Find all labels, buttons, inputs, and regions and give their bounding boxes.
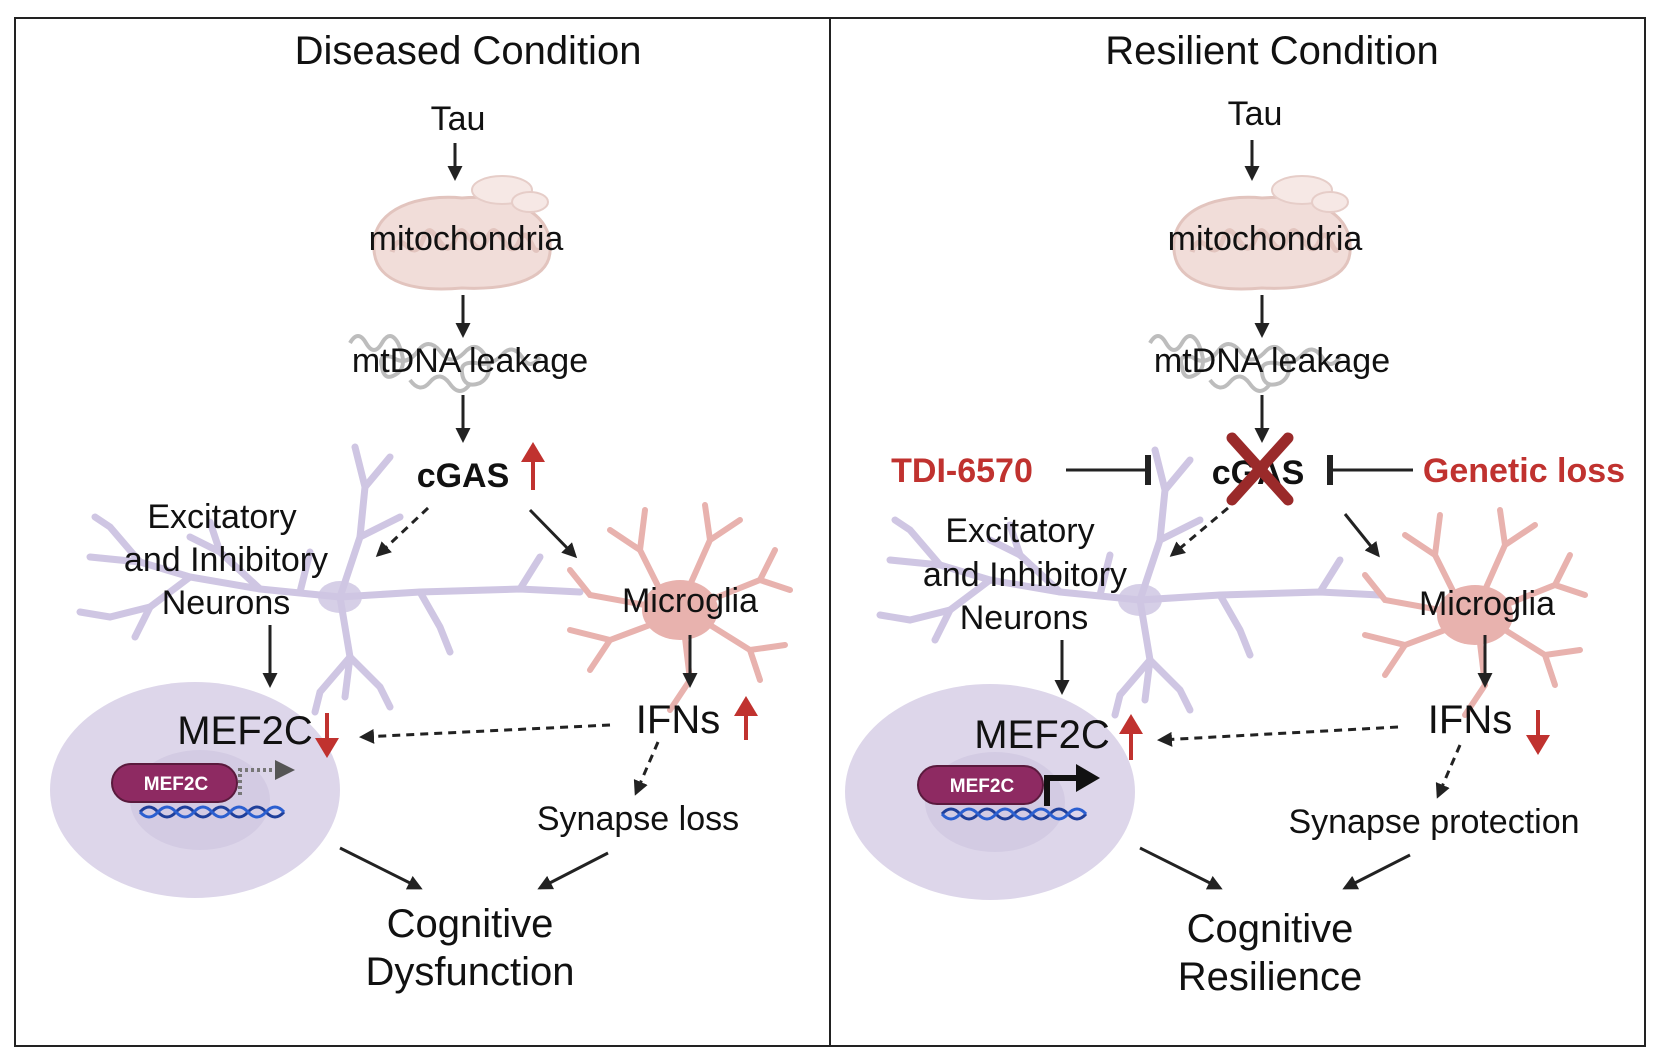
right-synapse-label: Synapse protection (1288, 803, 1579, 841)
right-inhibitor-tdi: TDI-6570 (891, 452, 1033, 490)
arrow-nucleus-outcome-left (339, 846, 423, 890)
arrow-synapse-outcome-right (1342, 853, 1411, 890)
right-cgas-blocked-x-icon (1226, 432, 1294, 506)
left-panel: Diseased Condition Tau mitochondria mtDN… (50, 29, 790, 994)
right-panel-title: Resilient Condition (1105, 29, 1439, 73)
left-mtdna-label: mtDNA leakage (352, 342, 588, 380)
left-neurons-line3: Neurons (162, 584, 291, 622)
left-cgas-label: cGAS (417, 457, 510, 495)
arrow-cgas-microglia-right (1343, 513, 1380, 558)
arrow-nucleus-outcome-right (1139, 846, 1223, 890)
left-neurons-line2: and Inhibitory (124, 541, 328, 579)
arrow-ifns-mef2c-left (359, 723, 611, 744)
left-transcription-dotted-arrow-icon (238, 760, 295, 795)
right-neurons-line3: Neurons (960, 599, 1089, 637)
left-mef2c-pill-label: MEF2C (144, 774, 209, 795)
right-panel-frame (829, 17, 1646, 1047)
left-outcome-line2: Dysfunction (366, 950, 575, 994)
right-panel: Resilient Condition Tau mitochondria mtD… (845, 29, 1625, 999)
left-microglia-label: Microglia (622, 582, 758, 620)
right-mef2c-up-arrow-icon (1119, 714, 1143, 760)
right-mef2c-pill: MEF2C (917, 765, 1044, 805)
right-inhibitor-genetic: Genetic loss (1423, 452, 1625, 490)
right-mef2c-label: MEF2C (974, 713, 1110, 757)
right-outcome-line2: Resilience (1178, 955, 1363, 999)
left-panel-title: Diseased Condition (295, 29, 642, 73)
left-mito-label: mitochondria (369, 220, 564, 258)
right-neurons-line1: Excitatory (945, 512, 1094, 550)
right-mef2c-pill-label: MEF2C (950, 776, 1015, 797)
left-cgas-up-arrow-icon (521, 442, 545, 490)
arrow-ifns-mef2c-right (1157, 725, 1399, 747)
arrow-ifns-synapse-right (1435, 744, 1462, 799)
left-ifns-up-arrow-icon (734, 696, 758, 740)
left-neurons-line1: Excitatory (147, 498, 296, 536)
arrow-cgas-neurons-right (1169, 506, 1229, 557)
arrow-ifns-synapse-left (633, 741, 660, 796)
right-outcome-line1: Cognitive (1187, 907, 1354, 951)
left-tau-label: Tau (431, 100, 486, 138)
right-microglia-label: Microglia (1419, 585, 1555, 623)
right-neurons-line2: and Inhibitory (923, 556, 1127, 594)
arrow-synapse-outcome-left (537, 851, 609, 890)
arrow-cgas-microglia-left (528, 508, 578, 559)
left-synapse-label: Synapse loss (537, 800, 739, 838)
right-mito-label: mitochondria (1168, 220, 1363, 258)
left-outcome-line1: Cognitive (387, 902, 554, 946)
left-mef2c-pill: MEF2C (111, 763, 238, 803)
right-ifns-down-arrow-icon (1526, 710, 1550, 755)
right-ifns-label: IFNs (1428, 698, 1512, 742)
right-tau-label: Tau (1228, 95, 1283, 133)
left-mef2c-down-arrow-icon (315, 713, 339, 758)
left-ifns-label: IFNs (636, 698, 720, 742)
right-transcription-arrow-icon (1044, 764, 1100, 806)
right-mtdna-label: mtDNA leakage (1154, 342, 1390, 380)
arrow-cgas-neurons-left (375, 506, 430, 558)
left-mef2c-label: MEF2C (177, 709, 313, 753)
